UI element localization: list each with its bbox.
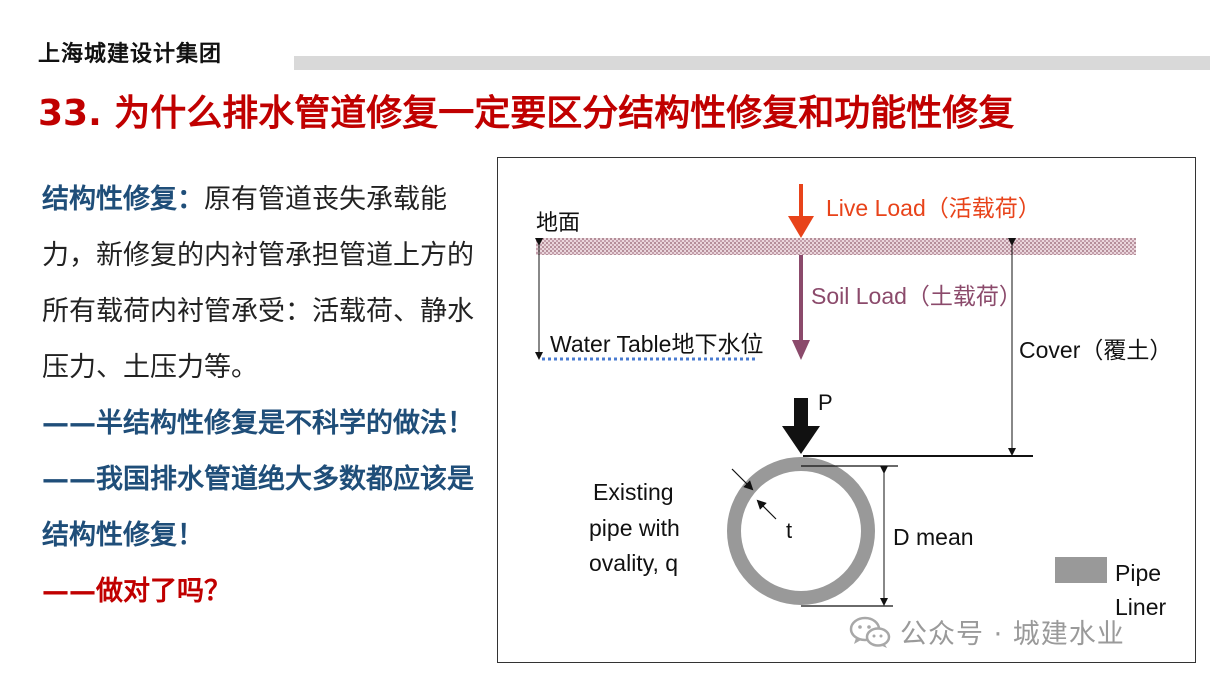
lead-label: 结构性修复：: [42, 184, 204, 215]
thickness-label: t: [786, 518, 792, 543]
live-load-label: Live Load（活载荷）: [826, 195, 1041, 221]
header-divider-bar: [294, 56, 1210, 70]
existing-pipe-label-3: ovality, q: [589, 550, 678, 576]
body-text: 结构性修复：原有管道丧失承载能力，新修复的内衬管承担管道上方的所有载荷内衬管承受…: [42, 172, 482, 620]
pipe-liner-ring: [727, 457, 875, 605]
live-load-arrowhead: [788, 216, 814, 238]
soil-load-arrowhead: [792, 340, 810, 360]
point-load-shaft: [794, 398, 808, 428]
point-structural: ——我国排水管道绝大多数都应该是结构性修复！: [42, 464, 474, 551]
lead-paragraph: 结构性修复：原有管道丧失承载能力，新修复的内衬管承担管道上方的所有载荷内衬管承受…: [42, 172, 482, 396]
legend-label-1: Pipe: [1115, 560, 1161, 586]
lead-text: 原有管道丧失承载能力，新修复的内衬管承担管道上方的所有载荷内衬管承受：活载荷、静…: [42, 184, 474, 383]
pipe-load-diagram: 地面 Water Table地下水位 Live Load（活载荷） Soil L…: [497, 157, 1196, 663]
cover-label: Cover（覆土）: [1019, 337, 1172, 363]
point-semi-structural: ——半结构性修复是不科学的做法！: [42, 408, 474, 439]
existing-pipe-label-2: pipe with: [589, 515, 680, 541]
ground-label: 地面: [536, 210, 580, 235]
thickness-arrow-outer: [731, 468, 754, 491]
ground-surface: [536, 238, 1136, 255]
point-load-label: P: [818, 390, 833, 415]
legend-label-2: Liner: [1115, 594, 1166, 620]
slide-title: 33. 为什么排水管道修复一定要区分结构性修复和功能性修复: [38, 93, 1015, 134]
wechat-icon: [849, 616, 891, 648]
point-question: ——做对了吗？: [42, 576, 231, 607]
legend-swatch-pipe-liner: [1055, 557, 1107, 583]
watermark: 公众号 · 城建水业: [848, 612, 1125, 651]
water-table-label: Water Table地下水位: [550, 331, 763, 357]
watermark-text: 公众号 · 城建水业: [900, 619, 1125, 650]
existing-pipe-label-1: Existing: [593, 479, 674, 505]
diameter-label: D mean: [893, 524, 974, 550]
pipe-load-diagram-svg: 地面 Water Table地下水位 Live Load（活载荷） Soil L…: [535, 184, 1172, 620]
brand-name: 上海城建设计集团: [38, 42, 223, 67]
soil-load-label: Soil Load（土载荷）: [811, 283, 1022, 309]
thickness-arrow-inner: [756, 499, 777, 520]
point-load-arrowhead: [782, 426, 820, 454]
